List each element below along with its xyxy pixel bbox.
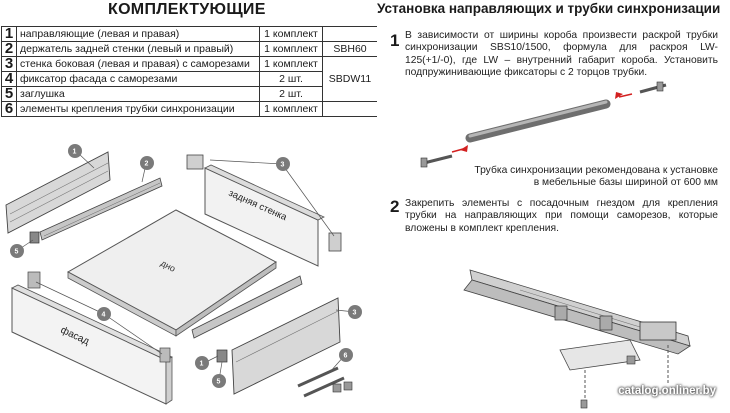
svg-text:1: 1	[200, 361, 204, 368]
part-name: стенка боковая (левая и правая) с саморе…	[16, 56, 260, 72]
plug-right	[216, 349, 228, 363]
table-row: 1 направляющие (левая и правая) 1 компле…	[1, 26, 377, 42]
part-quantity: 1 комплект	[259, 41, 323, 57]
svg-text:4: 4	[102, 312, 106, 319]
installation-title: Установка направляющих и трубки синхрони…	[377, 1, 721, 16]
callouts: 1 2 3 3 4 5 1 5 6	[10, 144, 362, 388]
svg-text:3: 3	[353, 310, 357, 317]
part-code: SBDW11	[322, 56, 377, 102]
table-row: 5 заглушка 2 шт.	[1, 86, 378, 102]
part-code	[322, 101, 377, 117]
step-1-number: 1	[390, 31, 400, 50]
svg-text:3: 3	[281, 162, 285, 169]
step-1-text: В зависимости от ширины короба произвест…	[405, 30, 718, 79]
drawer-bottom-edge-side	[175, 261, 277, 337]
sync-tube-illustration	[420, 81, 667, 168]
table-row: 3 стенка боковая (левая и правая) с само…	[1, 56, 377, 102]
part-quantity: 2 шт.	[259, 86, 323, 102]
note-line: в мебельные базы шириной от 600 мм	[533, 177, 718, 189]
runner-right	[191, 275, 303, 339]
note-line: Трубка синхронизации рекомендована к уст…	[474, 165, 718, 176]
watermark: catalog.onliner.by	[618, 385, 716, 397]
svg-text:6: 6	[344, 353, 348, 360]
part-name: элементы крепления трубки синхронизации	[16, 101, 260, 117]
part-name: направляющие (левая и правая)	[16, 26, 260, 42]
svg-text:1: 1	[73, 149, 77, 156]
front-fixer-right	[159, 347, 171, 363]
table-row: 6 элементы крепления трубки синхронизаци…	[1, 101, 377, 117]
table-row: 4 фиксатор фасада с саморезами 2 шт.	[1, 71, 378, 87]
part-quantity: 2 шт.	[259, 71, 323, 87]
runner-illustration	[463, 269, 691, 409]
part-name: заглушка	[16, 86, 260, 102]
part-name: фиксатор фасада с саморезами	[16, 71, 260, 87]
plug-left	[29, 231, 40, 244]
svg-text:5: 5	[15, 249, 19, 256]
step-2-text: Закрепить элементы с посадочным гнездом …	[405, 198, 718, 234]
back-holder-left	[186, 154, 204, 170]
step-2-number: 2	[390, 197, 400, 216]
svg-text:2: 2	[145, 161, 149, 168]
front-fixer-left	[27, 271, 41, 289]
components-title: КОМПЛЕКТУЮЩИЕ	[108, 1, 266, 18]
back-holder-right	[328, 232, 342, 252]
back-wall-top-edge	[204, 164, 325, 221]
side-wall-right	[231, 297, 341, 395]
part-quantity: 1 комплект	[259, 26, 323, 42]
side-wall-left	[5, 151, 111, 234]
runner-left	[39, 177, 163, 241]
part-code: SBH60	[322, 41, 377, 57]
part-quantity: 1 комплект	[259, 101, 323, 117]
part-quantity: 1 комплект	[259, 56, 323, 72]
sync-tube-note: Трубка синхронизации рекомендована к уст…	[440, 165, 718, 190]
svg-text:5: 5	[217, 379, 221, 386]
components-table: 1 направляющие (левая и правая) 1 компле…	[1, 26, 377, 117]
